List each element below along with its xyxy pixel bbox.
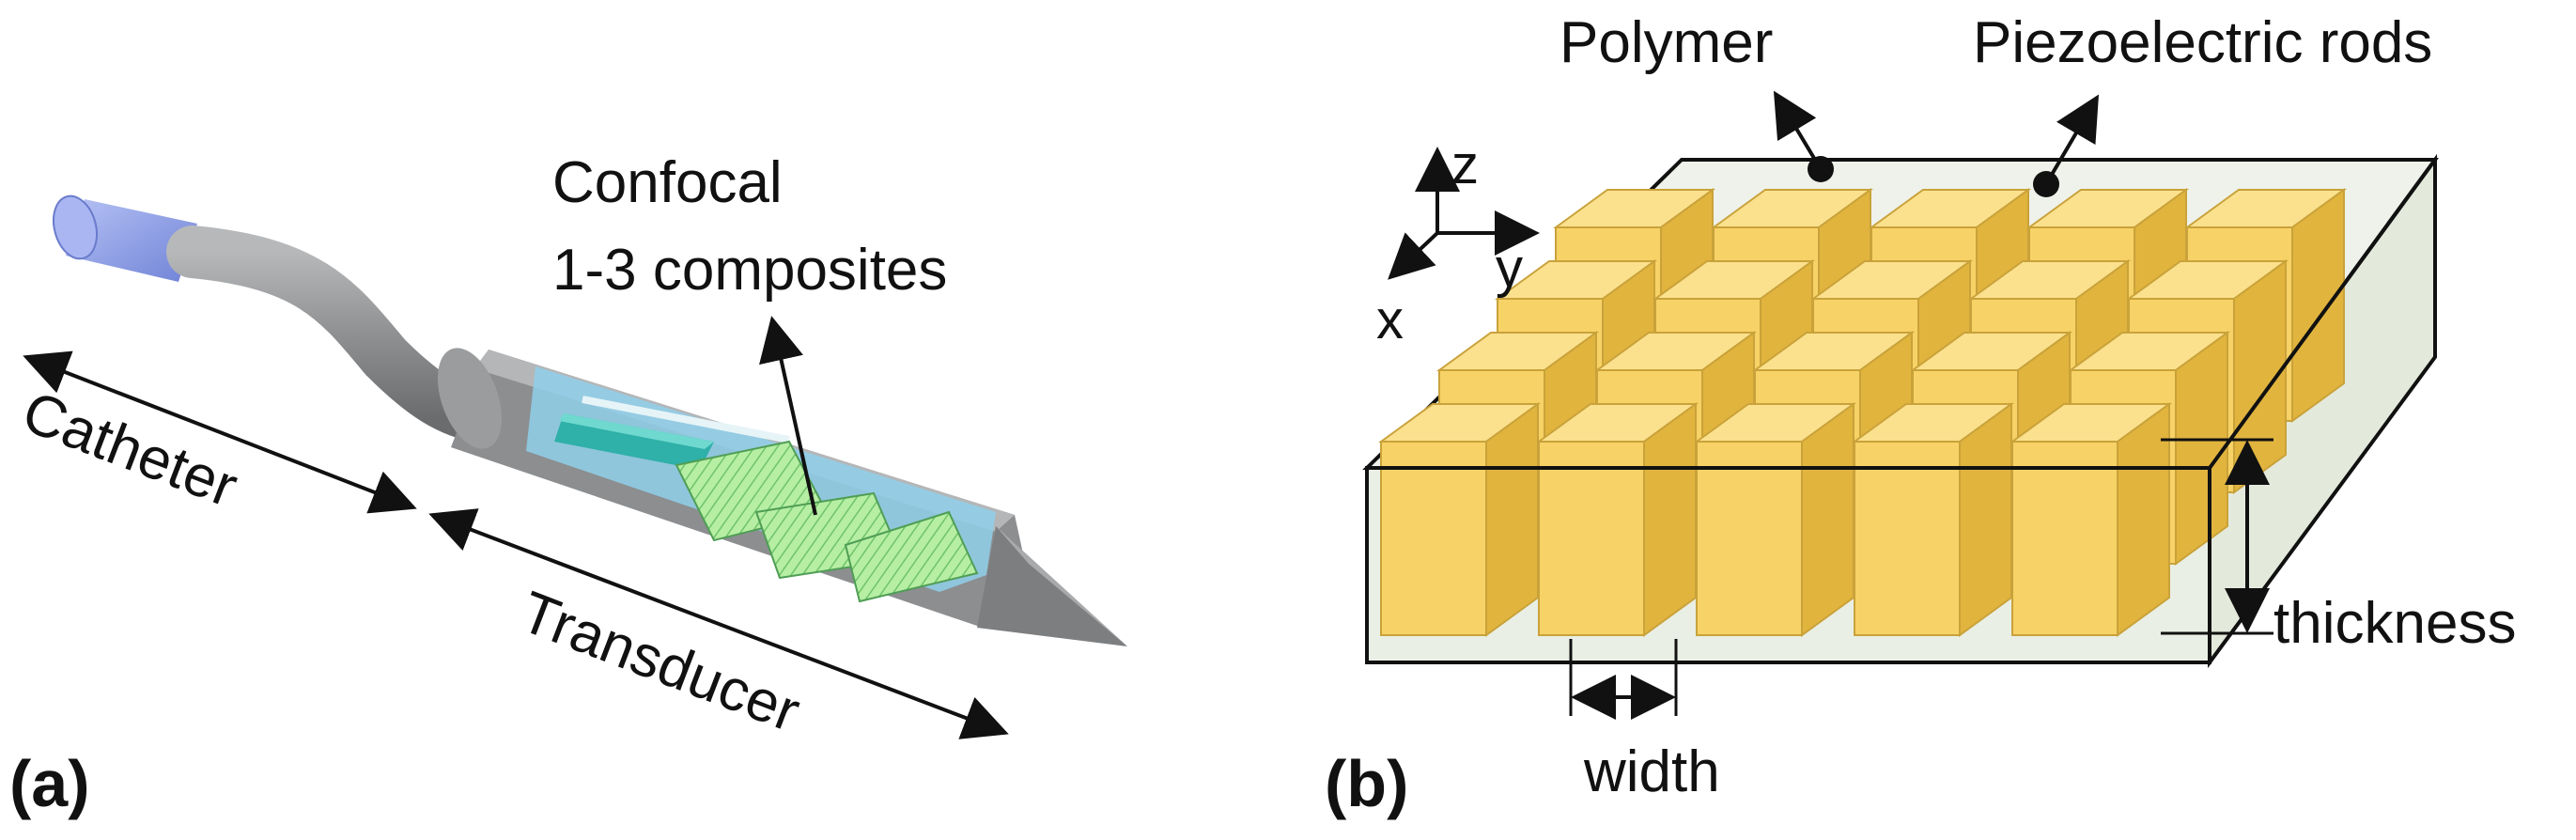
piezo-rod [1535,402,1699,637]
piezo-rod-side [2291,188,2345,423]
catheter-dimension-arrow [23,350,417,514]
thickness-label: thickness [2273,591,2516,656]
axis-triad: z y x [1376,134,1540,350]
transducer-dimension-arrow [428,508,1009,739]
piezo-rod-side [1959,402,2012,637]
polymer-outline [1367,158,2437,662]
piezo-rod [1693,402,1857,637]
composites-label-line2: 1-3 composites [552,238,947,303]
width-label: width [1583,739,1720,804]
piezo-rod [2009,402,2173,637]
polymer-label: Polymer [1560,10,1773,75]
rods-pointer-arrow [2044,94,2100,186]
panel-b: z y x Polymer Piezoelectric rods thickne… [1325,10,2516,820]
internal-electronics [554,396,790,470]
transducer-label: Transducer [512,580,808,745]
rods-label: Piezoelectric rods [1973,10,2432,75]
piezo-rod-front [1538,441,1645,636]
piezo-rod-front [1696,441,1803,636]
piezo-rod [1377,402,1542,637]
piezo-rod [1851,402,2015,637]
axis-y-label: y [1496,238,1523,299]
composites-pointer-arrow [759,316,817,516]
panel-a: Confocal 1-3 composites Catheter Transdu… [9,150,1127,820]
axis-x-label: x [1376,289,1404,350]
piezo-rod-side [1643,402,1697,637]
piezo-rod-front [1854,441,1961,636]
panel-b-label: (b) [1325,747,1408,820]
piezo-rod-side [1801,402,1854,637]
polymer-pointer-arrow [1773,90,1823,171]
panel-a-label: (a) [9,747,90,820]
axis-z-label: z [1451,134,1479,195]
piezo-rod-front [2011,441,2118,636]
catheter-label: Catheter [14,380,246,521]
piezo-rod-side [2175,331,2228,566]
catheter-connector [52,194,197,282]
composites-label-line1: Confocal [552,150,783,215]
piezo-rod-side [1485,402,1539,637]
piezo-rod-front [1380,441,1487,636]
